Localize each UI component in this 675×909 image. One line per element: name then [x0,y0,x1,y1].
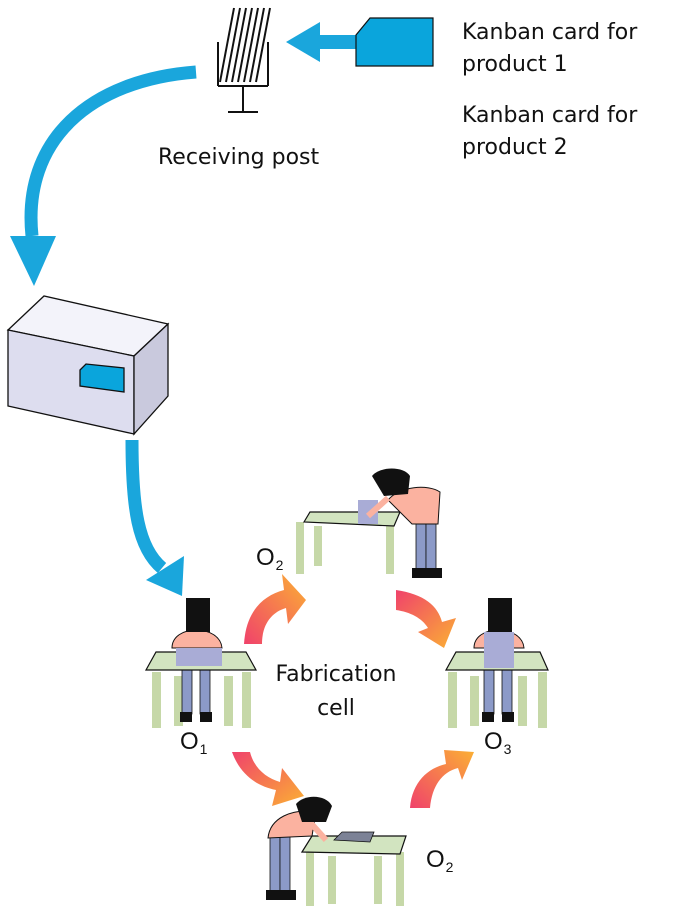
flow-arrow-o1-to-o2-bottom-icon [232,752,304,806]
flow-arrow-o2-bottom-to-o3-icon [410,750,474,808]
kanban-card-icon [355,17,434,67]
operator-o3-label: O3 [484,728,512,757]
fabrication-cell-label: Fabrication cell [275,662,397,722]
kanban-card-product-1-label: Kanban card for product 1 [462,20,638,77]
operator-o2-bottom-label: O2 [426,846,454,875]
workstation-o1 [144,598,258,728]
curved-arrow-to-container-icon [10,65,197,286]
workstation-o3 [444,598,549,728]
container-box-icon [6,295,170,436]
blue-arrow-to-post-icon [286,22,358,62]
workstation-o2-bottom [266,796,407,906]
curved-arrow-to-cell-icon [125,439,184,596]
kanban-card-product-2-label: Kanban card for product 2 [462,103,638,160]
receiving-post-label: Receiving post [158,145,320,170]
flow-arrow-o1-to-o2-top-icon [244,574,306,644]
operator-o2-top-label: O2 [256,544,284,573]
receiving-post-icon [217,7,271,113]
workstation-o2-top [296,468,442,578]
operator-o1-label: O1 [180,728,208,757]
flow-arrow-o2-top-to-o3-icon [396,590,456,648]
